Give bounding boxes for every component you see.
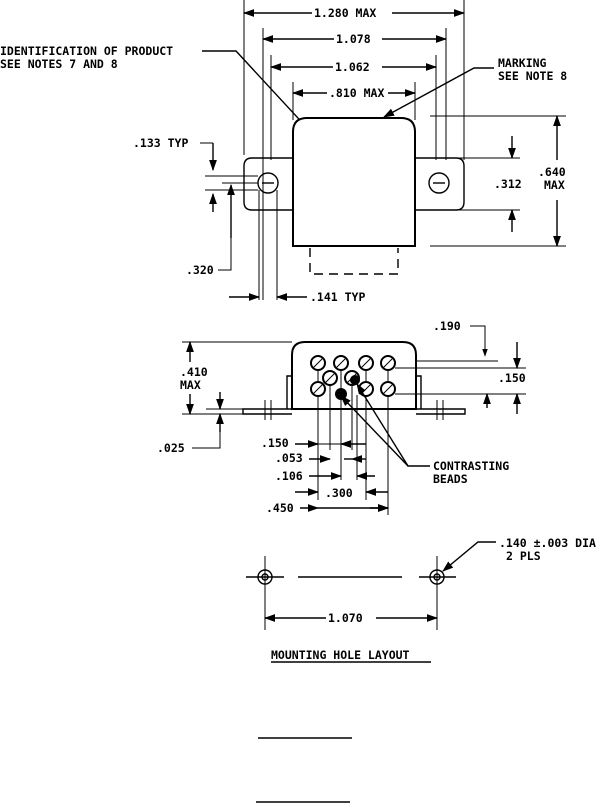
note-beads-line1: CONTRASTING: [433, 459, 509, 473]
dim-tab-width: .141 TYP: [310, 290, 365, 304]
dim-height-line2: MAX: [544, 178, 565, 192]
dim-pin-row: .150: [498, 371, 526, 385]
dim-height-line1: .640: [538, 165, 566, 179]
hole-note-line2: 2 PLS: [506, 549, 541, 563]
side-view: .190 .410 MAX .025 .150 CONTRASTING BEAD…: [157, 319, 526, 515]
left-flange: [242, 408, 292, 415]
dim-450: .450: [266, 501, 294, 515]
dim-side-height-line1: .410: [180, 365, 208, 379]
dim-hole-spacing: 1.070: [328, 611, 363, 625]
top-view: 1.280 MAX 1.078 1.062 .810 MAX IDENTIFIC…: [0, 0, 567, 304]
mounting-layout-title: MOUNTING HOLE LAYOUT: [271, 648, 410, 662]
dim-side-height-line2: MAX: [180, 378, 201, 392]
dim-190: .190: [433, 319, 461, 333]
note-identification-line2: SEE NOTES 7 AND 8: [0, 57, 118, 71]
mounting-hole-layout: .140 ±.003 DIA 2 PLS 1.070 MOUNTING HOLE…: [246, 536, 596, 803]
dim-outer-holes: 1.078: [336, 32, 371, 46]
dim-slot: .312: [494, 177, 522, 191]
relay-body: [292, 117, 416, 247]
right-flange: [416, 408, 466, 415]
left-mounting-tab: [243, 157, 293, 211]
dim-hole-offset: .320: [186, 263, 214, 277]
note-identification-line1: IDENTIFICATION OF PRODUCT: [0, 44, 173, 58]
dim-body-width: .810 MAX: [329, 86, 384, 100]
dim-106: .106: [275, 469, 303, 483]
note-marking-line1: MARKING: [498, 56, 547, 70]
mounting-hole-right: [429, 569, 445, 585]
dim-overall-width: 1.280 MAX: [314, 6, 376, 20]
dim-tab-height: .133 TYP: [133, 136, 188, 150]
right-mounting-tab: [415, 157, 465, 211]
hidden-base-outline: [309, 248, 399, 275]
contrasting-bead-1: [335, 388, 347, 400]
dim-053: .053: [275, 451, 303, 465]
hole-note-line1: .140 ±.003 DIA: [499, 536, 596, 550]
note-marking-line2: SEE NOTE 8: [498, 69, 567, 83]
dim-150-bottom: .150: [261, 436, 289, 450]
right-slot: [428, 172, 450, 194]
note-beads-line2: BEADS: [433, 472, 468, 486]
dim-300: .300: [325, 486, 353, 500]
dim-flange: .025: [157, 441, 185, 455]
contrasting-bead-2: [350, 375, 360, 385]
mounting-hole-left: [257, 569, 273, 585]
dim-inner-width: 1.062: [335, 60, 370, 74]
